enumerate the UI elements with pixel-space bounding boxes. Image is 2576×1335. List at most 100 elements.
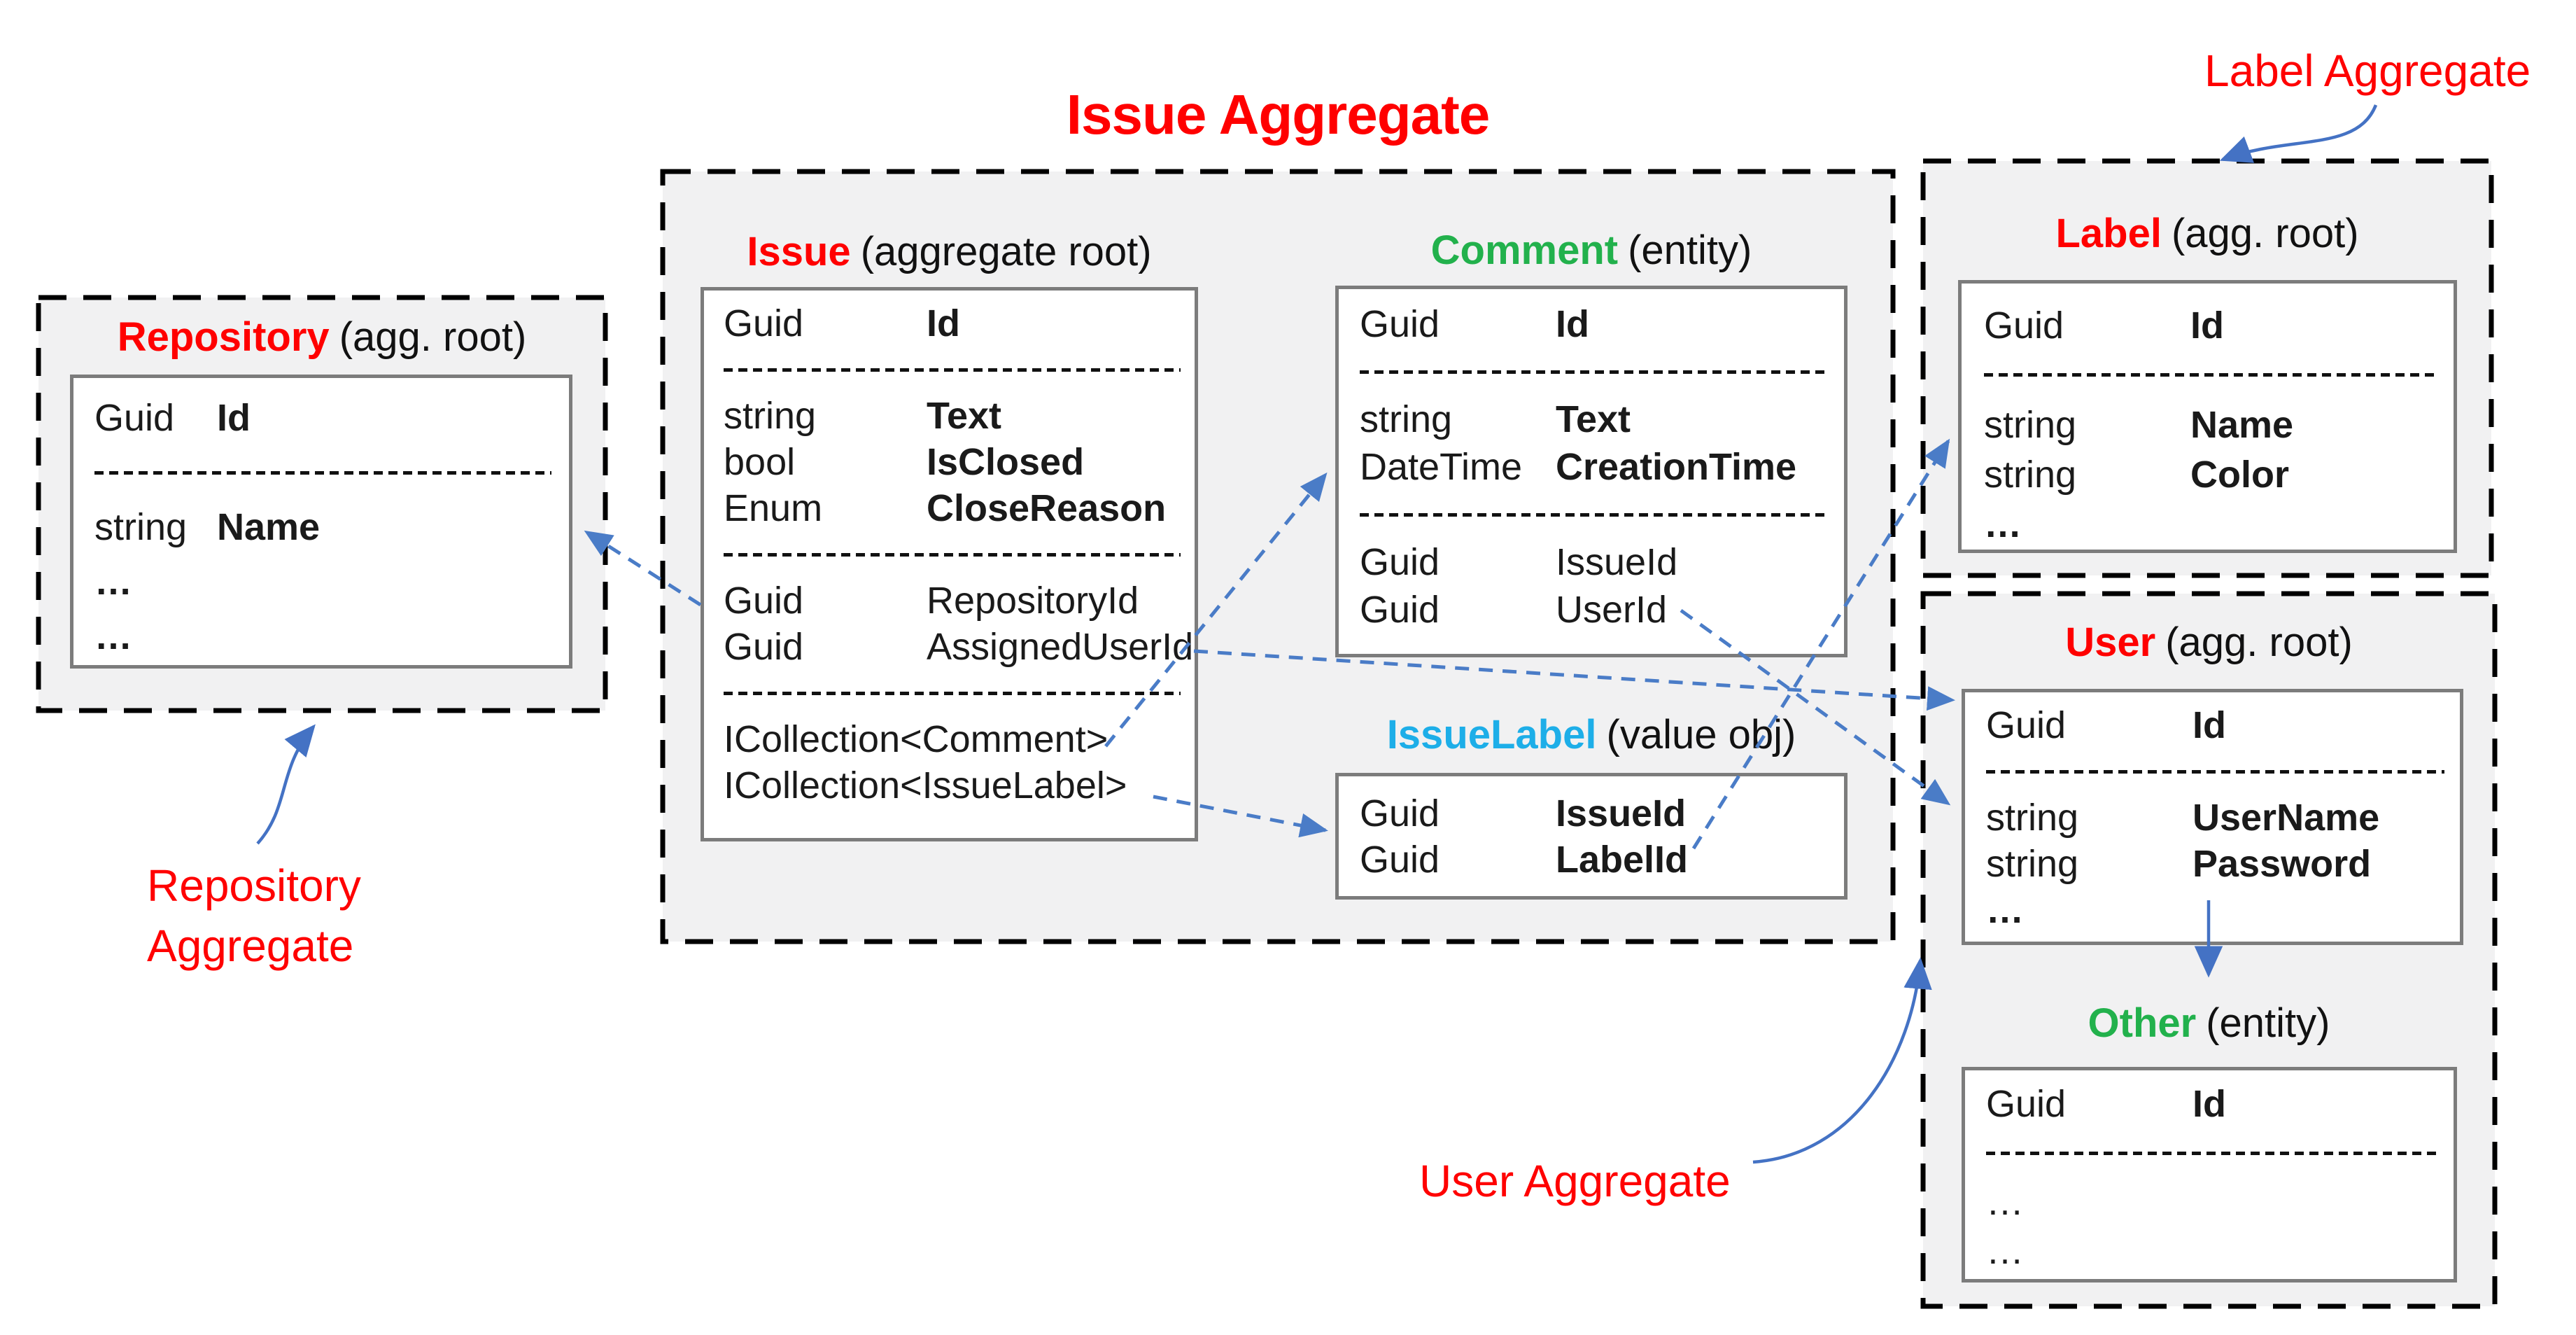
ellipsis-row: … xyxy=(1984,503,2022,546)
field-type: Guid xyxy=(1986,704,2067,746)
table-row: Guid UserId xyxy=(1360,586,1829,634)
field-type: Guid xyxy=(1360,792,1440,834)
table-row: Guid Id xyxy=(724,300,1181,347)
ellipsis-row: … xyxy=(1986,889,2024,931)
repository-aggregate-annotation: Repository Aggregate xyxy=(147,855,361,976)
field-type: string xyxy=(724,395,817,437)
issue-table: Guid Id string Text bool IsClosed Enum C… xyxy=(701,287,1198,841)
field-type: Guid xyxy=(1986,1083,2067,1125)
field-name: RepositoryId xyxy=(927,580,1139,622)
field-name: Id xyxy=(2190,304,2224,347)
repository-name: Repository xyxy=(117,314,330,360)
field-type: string xyxy=(1986,797,2079,839)
field-name: CloseReason xyxy=(927,487,1167,529)
annotation-line: Aggregate xyxy=(147,921,354,971)
user-aggregate-annotation: User Aggregate xyxy=(1419,1156,1731,1206)
field-type: Guid xyxy=(724,302,804,344)
issue-name: Issue xyxy=(747,229,851,274)
row-divider xyxy=(1986,748,2444,795)
row-divider xyxy=(1984,350,2438,400)
field-name: IssueId xyxy=(1556,541,1678,583)
repository-title: Repository(agg. root) xyxy=(38,314,605,361)
field-type: Guid xyxy=(1360,589,1440,631)
table-row: Guid LabelId xyxy=(1360,837,1829,883)
table-row: … xyxy=(1986,887,2444,933)
field-name: LabelId xyxy=(1556,839,1689,881)
field-type: Enum xyxy=(724,487,823,529)
comment-title: Comment(entity) xyxy=(1335,227,1847,274)
table-row: string UserName xyxy=(1986,795,2444,841)
label-title: Label(agg. root) xyxy=(1923,210,2491,257)
field-name: Text xyxy=(927,395,1002,437)
label-name: Label xyxy=(2055,211,2162,256)
field-type: string xyxy=(1986,843,2079,885)
field-type: string xyxy=(1360,398,1453,440)
row-divider xyxy=(724,670,1181,716)
comment-name: Comment xyxy=(1430,228,1619,273)
row-divider xyxy=(724,347,1181,393)
field-name: Color xyxy=(2190,454,2289,496)
other-name: Other xyxy=(2088,1000,2197,1046)
table-row: … xyxy=(1986,1226,2438,1275)
label-table: Guid Id string Name string Color … xyxy=(1958,280,2457,553)
other-kind: (entity) xyxy=(2206,1000,2330,1046)
repository-table: Guid Id string Name … … xyxy=(70,375,572,669)
row-divider xyxy=(1360,348,1829,396)
table-row: Guid RepositoryId xyxy=(724,578,1181,624)
repository-kind: (agg. root) xyxy=(339,314,527,360)
field-name: UserId xyxy=(1556,589,1668,631)
field-type: Guid xyxy=(1360,303,1440,345)
collection-field: ICollection<Comment> xyxy=(724,718,1108,760)
field-name: CreationTime xyxy=(1556,446,1797,488)
table-row: Guid AssignedUserId xyxy=(724,624,1193,670)
table-row: Guid Id xyxy=(1986,702,2444,748)
table-row: Guid Id xyxy=(1986,1079,2438,1128)
table-row: Guid IssueId xyxy=(1360,790,1829,837)
issuelabel-name: IssueLabel xyxy=(1386,712,1597,757)
field-type: DateTime xyxy=(1360,446,1523,488)
annotation-line: Repository xyxy=(147,860,361,911)
row-divider xyxy=(1986,1128,2438,1177)
field-name: Text xyxy=(1556,398,1631,440)
table-row: ICollection<Comment> xyxy=(724,716,1181,762)
field-type: Guid xyxy=(1360,541,1440,583)
field-name: Id xyxy=(1556,303,1589,345)
ellipsis-row: … xyxy=(1986,1181,2024,1223)
field-type: Guid xyxy=(1984,304,2064,347)
table-row: ICollection<IssueLabel> xyxy=(724,762,1181,809)
user-table: Guid Id string UserName string Password … xyxy=(1962,689,2463,945)
field-name: Id xyxy=(2193,704,2226,746)
collection-field: ICollection<IssueLabel> xyxy=(724,764,1127,806)
user-kind: (agg. root) xyxy=(2165,620,2353,665)
label-aggregate-annotation: Label Aggregate xyxy=(2204,46,2531,96)
diagram-title: Issue Aggregate xyxy=(1066,83,1490,146)
table-row: string Name xyxy=(94,500,551,554)
issue-kind: (aggregate root) xyxy=(860,229,1152,274)
table-row: string Text xyxy=(724,393,1181,439)
table-row: bool IsClosed xyxy=(724,439,1181,485)
field-name: Password xyxy=(2193,843,2372,885)
ellipsis-row: … xyxy=(1986,1230,2024,1272)
table-row: … xyxy=(1984,500,2438,550)
other-table: Guid Id … … xyxy=(1962,1067,2457,1282)
table-row: DateTime CreationTime xyxy=(1360,443,1829,491)
field-type: Guid xyxy=(94,397,175,439)
field-name: Name xyxy=(2190,404,2294,446)
table-row: Guid Id xyxy=(1360,300,1829,348)
field-type: Guid xyxy=(1360,839,1440,881)
issuelabel-table: Guid IssueId Guid LabelId xyxy=(1335,773,1847,900)
table-row: Enum CloseReason xyxy=(724,485,1181,531)
table-row: string Name xyxy=(1984,400,2438,449)
label-kind: (agg. root) xyxy=(2171,211,2359,256)
field-type: string xyxy=(1984,404,2077,446)
table-row: … xyxy=(1986,1177,2438,1226)
field-type: Guid xyxy=(724,626,804,668)
table-row: … xyxy=(94,554,551,609)
row-divider xyxy=(94,445,551,500)
field-name: UserName xyxy=(2193,797,2380,839)
comment-kind: (entity) xyxy=(1628,228,1752,273)
table-row: Guid Id xyxy=(1984,300,2438,350)
user-title: User(agg. root) xyxy=(1923,619,2495,666)
table-row: … xyxy=(94,609,551,664)
